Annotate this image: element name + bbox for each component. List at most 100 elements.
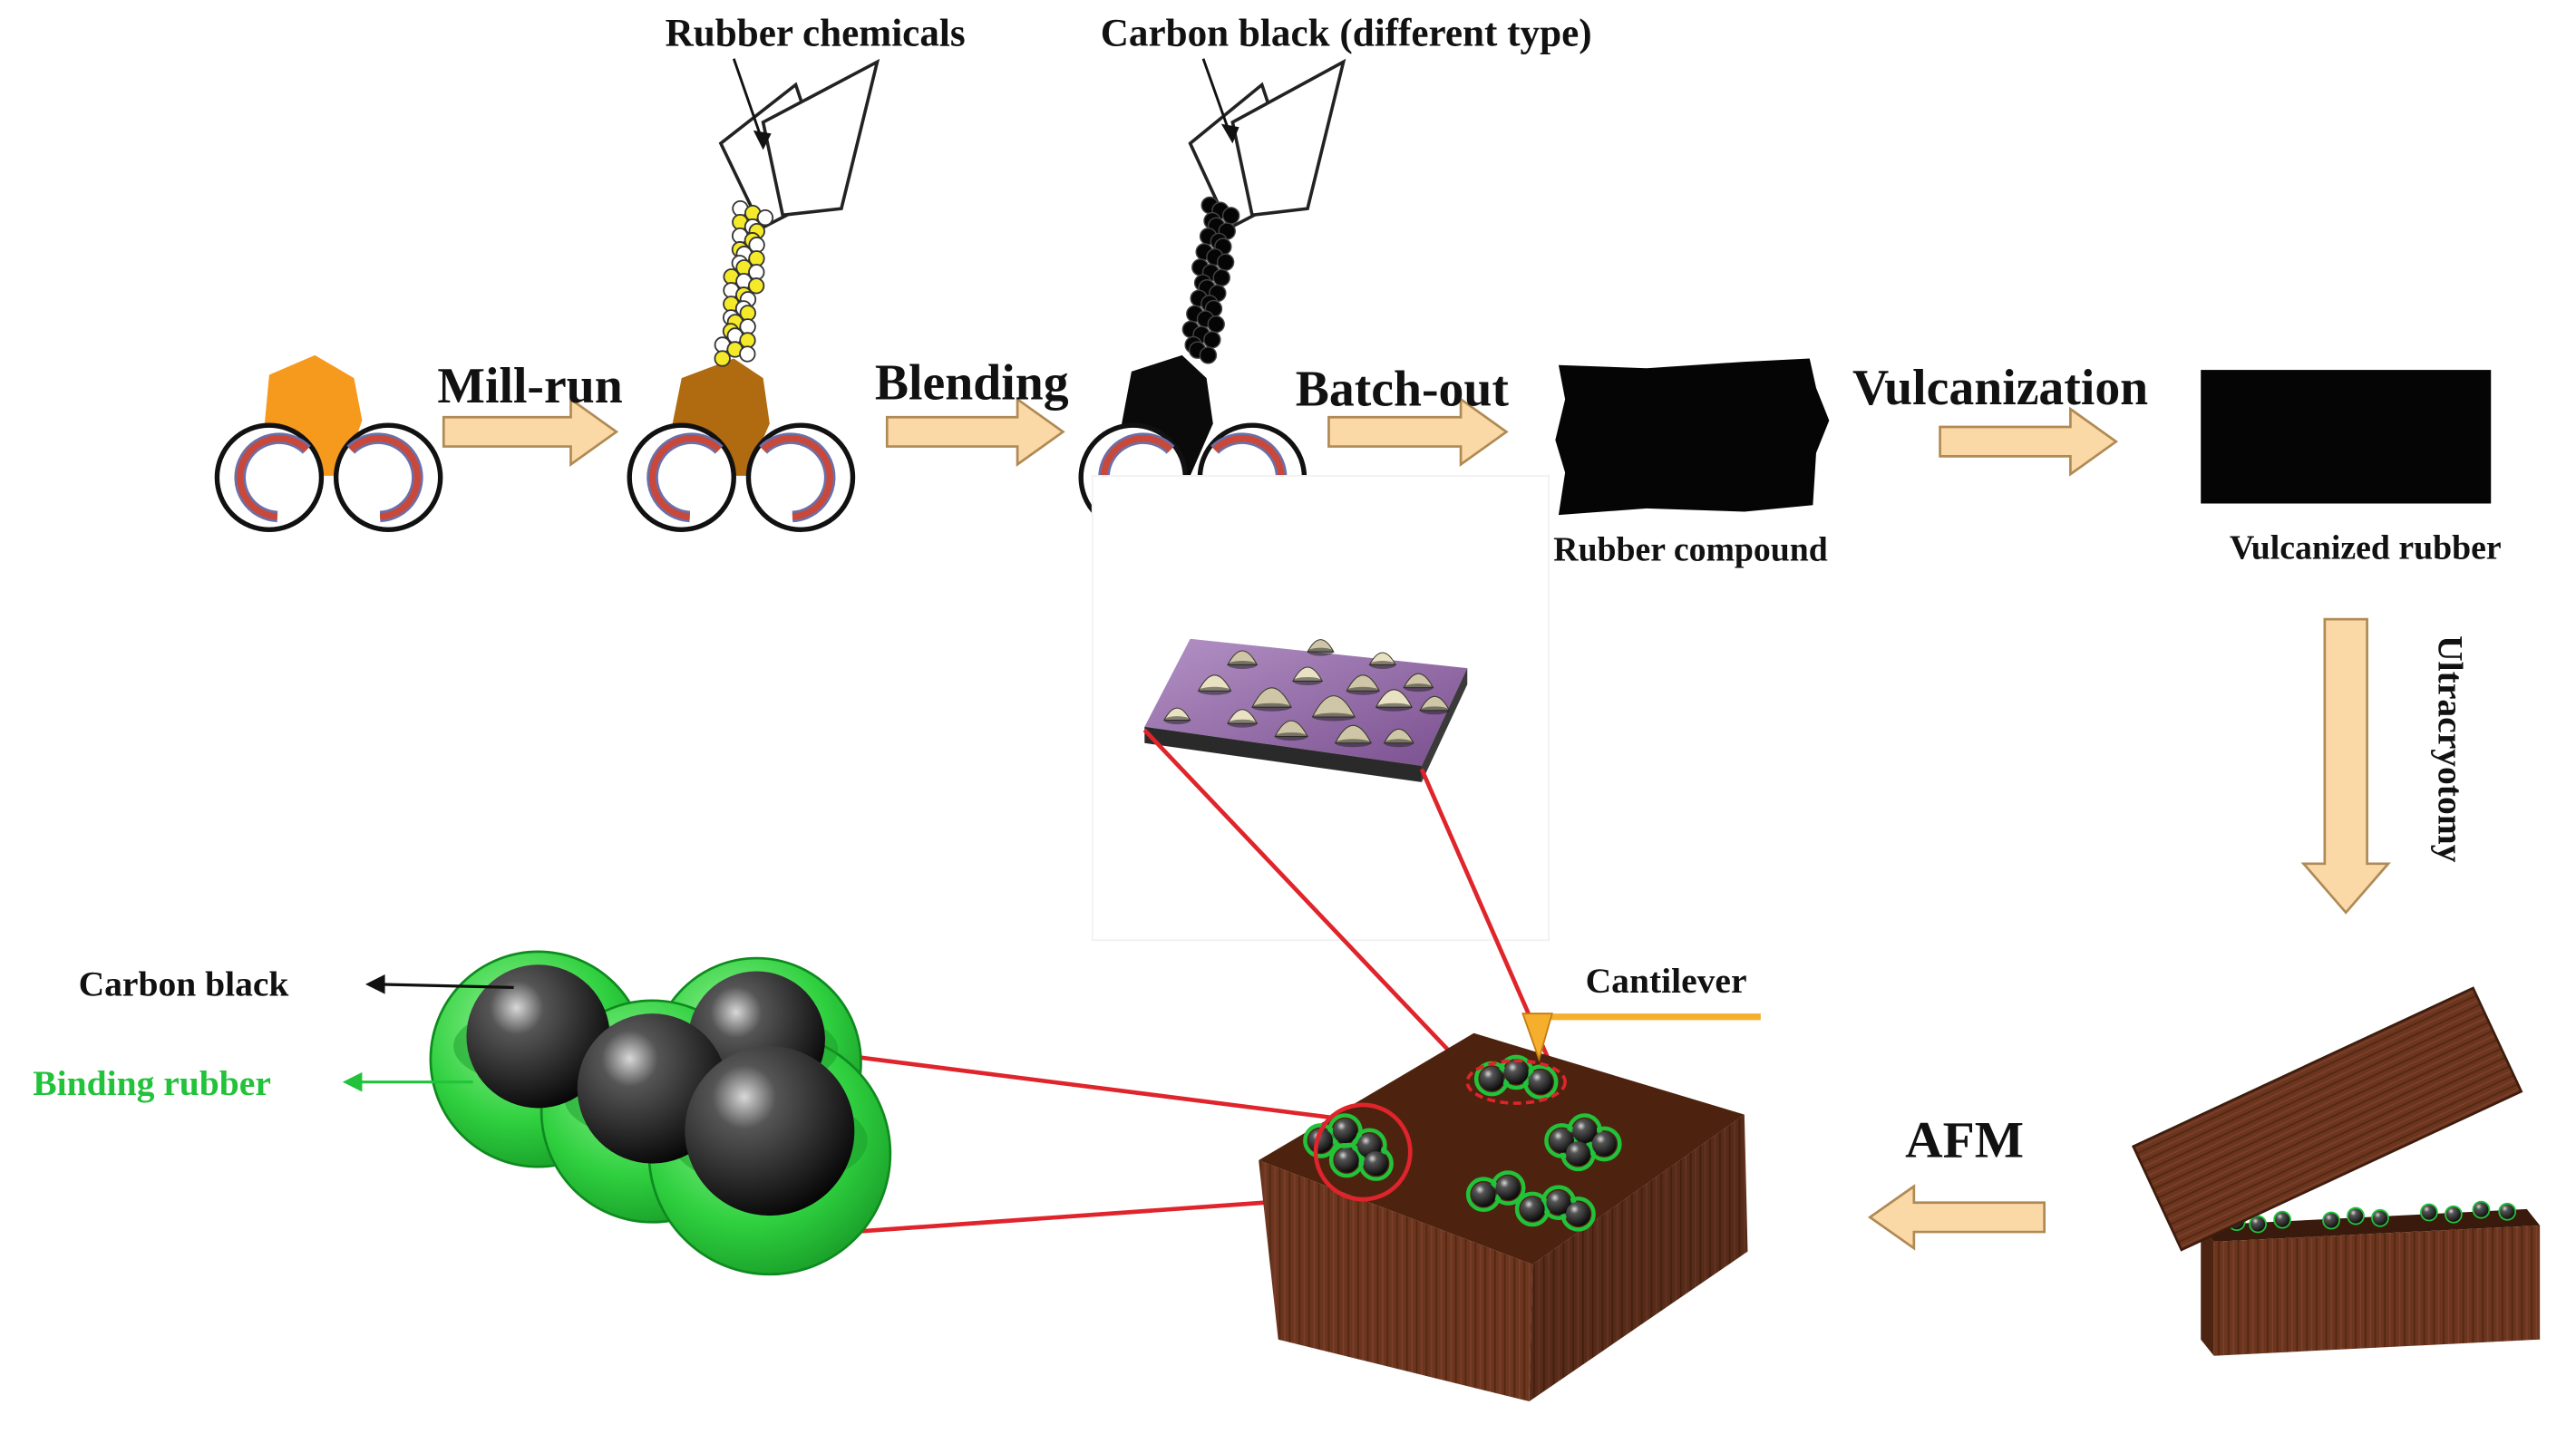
carbon-particle-icon [1471,1182,1496,1207]
afm-peak-shadow [1335,739,1372,748]
process-arrow-ultracryotomy [2300,617,2391,915]
ultracryotomy-label: Ultracryotomy [2431,635,2471,863]
process-arrow-blending [885,396,1065,467]
carbon-black-bead [1207,315,1225,334]
carbon-particle-icon [1332,1119,1357,1144]
afm-peak-shadow [1227,719,1258,728]
vulcanization-label: Vulcanization [1852,360,2148,416]
sample-top-face [1259,1032,1745,1265]
carbon-particle-icon [2498,1202,2517,1221]
carbon-particle-icon [1479,1066,1504,1091]
afm-peak-shadow [1307,647,1334,656]
afm-peak-shadow [1198,686,1231,695]
cantilever-icon [1521,1013,1761,1062]
afm-peak-shadow [1251,702,1292,712]
rubber-chemicals-beads [714,199,774,367]
rubber-compound-label: Rubber compound [1553,530,1827,568]
carbon-particle-icon [1528,1070,1553,1095]
carbon-particle-icon [466,964,610,1109]
blending-label: Blending [875,354,1069,411]
pointer-head-icon [365,974,385,994]
afm-peak-shadow [1346,686,1380,695]
carbon-particle-icon [1566,1141,1590,1167]
vulcanized-rubber-label: Vulcanized rubber [2230,529,2502,567]
process-arrow-batch-out [1327,396,1509,467]
carbon-particle-icon [2322,1211,2340,1230]
mill-run-label: Mill-run [437,358,622,414]
vulcanized-rubber-block [2201,370,2492,504]
bound-rubber-cluster [429,950,892,1276]
afm-peak-shadow [1163,716,1191,725]
carbon-particle-icon [1572,1119,1598,1144]
afm-peak [1311,695,1356,718]
carbon-particle-icon [2347,1206,2365,1226]
binding-rubber-ring [1303,1123,1338,1158]
sample-front-face [1259,1159,1533,1402]
afm-peak-shadow [1227,660,1258,669]
afm-peak-shadow [1369,660,1396,669]
carbon-particle-icon [2444,1205,2463,1224]
upper-slab [2131,986,2523,1252]
lower-block-front [2213,1225,2541,1356]
zoom-leader-lines [847,728,1560,1235]
pointer-head-icon [342,1071,363,1092]
afm-peak-shadow [1275,732,1308,741]
sample-right-face [1529,1114,1748,1402]
afm-peak-shadow [1384,739,1414,748]
binding-rubber-ring [1522,1064,1559,1100]
carbon-black-bead [1203,331,1221,349]
carbon-particle-icon [1503,1060,1529,1085]
afm-peak-shadow [1312,712,1356,722]
leader-line-cluster-bottom [851,1195,1335,1235]
carbon-particle-icon [2371,1208,2389,1227]
carbon-particle-icon [2249,1215,2268,1234]
chemical-bead [714,350,731,367]
carbon-black-beads [1181,196,1240,364]
carbon-black-bead [1221,207,1240,225]
chemical-bead [756,208,774,227]
carbon-particle-icon [685,1046,855,1216]
batch-out-label: Batch-out [1296,362,1510,418]
carbon-black-bead [1199,346,1218,364]
rotation-arrow-icon [237,435,309,520]
rotation-arrow-icon [348,435,421,520]
carbon-black-type-label: Carbon black (different type) [1101,12,1592,54]
bag-icon [718,58,880,231]
afm-label: AFM [1905,1111,2024,1168]
process-arrow-mill-run [442,396,619,467]
carbon-particle-icon [1550,1128,1575,1153]
carbon-black-label: Carbon black [79,964,289,1003]
afm-surface-icon [1144,638,1468,782]
rotation-arrow-icon [761,435,833,520]
afm-peak-shadow [1292,676,1323,685]
chemical-bead [739,345,756,363]
pointer-head-icon [1220,123,1239,144]
cantilever-label: Cantilever [1586,961,1747,1001]
carbon-particle-icon [1546,1190,1571,1216]
process-arrow-vulcanization [1939,406,2119,477]
carbon-black-bead [1212,268,1230,287]
afm-peak-shadow [1375,702,1413,712]
carbon-particle-icon [1520,1197,1545,1222]
afm-peak-shadow [1404,683,1434,693]
carbon-particle-icon [1495,1176,1521,1201]
leader-line-afm-left [1142,728,1477,1080]
process-arrow-afm [1867,1184,2046,1251]
binding-rubber-ring [1514,1191,1550,1227]
carbon-particle-icon [1334,1148,1359,1173]
mill-stage-2 [627,58,880,532]
afm-sample-block [1259,1032,1748,1402]
rubber-compound-sheet [1555,358,1830,516]
carbon-black-pointer-line [378,983,514,990]
carbon-particle-icon [2472,1200,2491,1219]
carbon-particle-icon [1566,1201,1590,1226]
rotation-arrow-icon [648,435,722,520]
carbon-black-pointer [1201,58,1232,138]
carbon-particle-icon [2273,1210,2292,1229]
lower-block-side [2201,1225,2214,1356]
mill-stage-3 [1078,58,1346,532]
cut-rubber-blocks [2131,986,2541,1356]
binding-rubber-label: Binding rubber [33,1063,271,1103]
zoom-circle-cluster [1313,1102,1413,1202]
